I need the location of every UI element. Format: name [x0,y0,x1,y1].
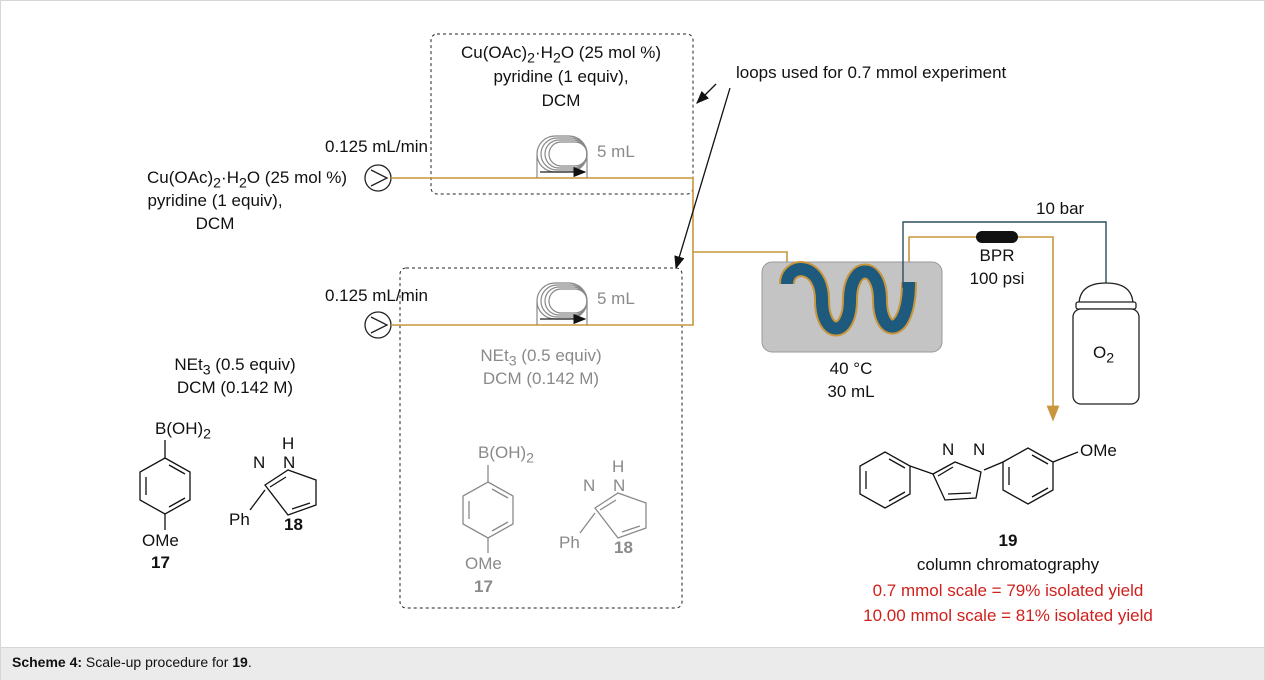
compound-19-number: 19 [998,531,1018,550]
pump2-reagent-line2: DCM (0.142 M) [176,378,294,397]
flow-line-top [391,177,694,252]
compound-18-gray-n2-label: N [613,476,626,495]
scheme-caption: Scheme 4: Scale-up procedure for 19. [12,654,252,670]
loop2-reagent-line1: NEt3 (0.5 equiv) [480,346,602,370]
gas-pressure: 10 bar [1036,199,1085,218]
compound-19-ome-label: OMe [1080,441,1117,460]
loops-note: loops used for 0.7 mmol experiment [736,63,1007,82]
loops-note-arrow-1 [696,83,717,104]
flow-line-bottom [391,252,694,326]
bpr-pressure: 100 psi [969,269,1025,288]
compound-18-structure [249,469,317,516]
compound-17-structure [139,440,191,530]
loop1-dashed-box [430,33,694,195]
compound-18-gray-n1-label: N [583,476,596,495]
compound-19-n2-label: N [973,440,986,459]
loop1-reagent-line3: DCM [541,91,581,110]
compound-17-gray-structure [462,465,514,553]
pump1-icon [364,164,392,192]
compound-17-number: 17 [151,553,170,572]
caption-bar [1,647,1264,680]
compound-17-ome-label: OMe [142,531,179,550]
reactor-temperature: 40 °C [829,359,873,378]
loops-note-arrow-2 [674,87,731,270]
yield-large-scale: 10.00 mmol scale = 81% isolated yield [863,606,1153,625]
oxygen-cylinder-icon [1072,282,1140,405]
gas-line [902,221,1107,290]
compound-17-gray-ome-label: OMe [465,554,502,573]
pump1-flow-rate: 0.125 mL/min [325,137,428,156]
compound-18-number: 18 [284,515,303,534]
loop2-volume: 5 mL [597,289,635,308]
coil2-icon [536,282,588,325]
compound-17-gray-boronic-label: B(OH)2 [478,443,535,467]
pump2-icon [364,311,392,339]
compound-18-gray-ph-label: Ph [559,533,580,552]
pump1-reagent-line2: pyridine (1 equiv), [147,191,283,210]
pump1-reagent-line1: Cu(OAc)2·H2O (25 mol %) [147,168,347,192]
compound-18-n1-label: N [253,453,266,472]
purification-method: column chromatography [916,555,1100,574]
bpr-label: BPR [979,246,1015,265]
yield-small-scale: 0.7 mmol scale = 79% isolated yield [872,581,1144,600]
compound-19-n1-label: N [942,440,955,459]
compound-18-gray-structure [579,492,647,539]
loop2-dashed-box [399,267,683,609]
compound-18-gray-number: 18 [614,538,633,557]
pump1-reagent-line3: DCM [195,214,235,233]
reactor-volume: 30 mL [827,382,875,401]
bpr-icon [976,231,1018,243]
compound-17-boronic-label: B(OH)2 [155,419,212,443]
compound-17-gray-number: 17 [474,577,493,596]
compound-18-h-label: H [282,434,295,453]
loop1-volume: 5 mL [597,142,635,161]
compound-18-gray-h-label: H [612,457,625,476]
loop1-reagent-line2: pyridine (1 equiv), [493,67,629,86]
pump2-reagent-line1: NEt3 (0.5 equiv) [174,355,296,379]
loop2-reagent-line2: DCM (0.142 M) [482,369,600,388]
pump2-flow-rate: 0.125 mL/min [325,286,428,305]
compound-18-n2-label: N [283,453,296,472]
loop1-reagent-line1: Cu(OAc)2·H2O (25 mol %) [461,43,661,67]
compound-19-structure [859,447,1079,509]
gas-label: O2 [1093,343,1115,367]
compound-18-ph-label: Ph [229,510,250,529]
